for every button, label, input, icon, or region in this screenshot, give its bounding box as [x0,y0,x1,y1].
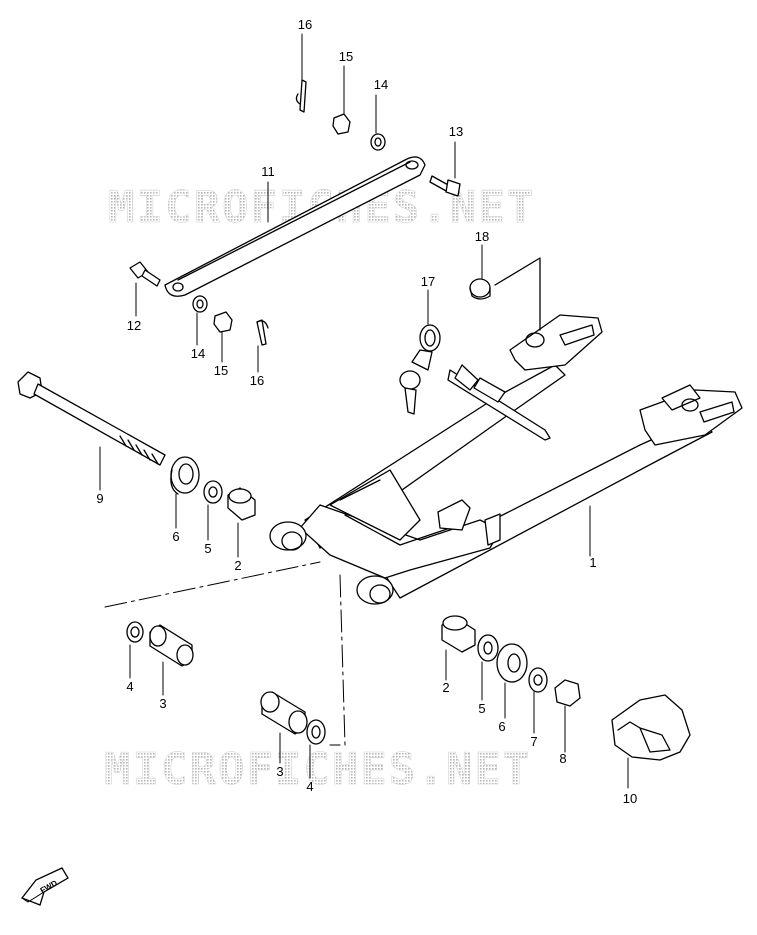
callout-2: 2 [442,680,449,695]
callout-9: 9 [96,491,103,506]
callout-15: 15 [214,363,228,378]
bushing-part-2-left [227,487,256,521]
callout-14: 14 [191,346,205,361]
callout-16: 16 [250,373,264,388]
seal-part-6-right [496,643,528,683]
swingarm-part-1 [269,314,743,605]
callout-5: 5 [204,541,211,556]
callout-3: 3 [159,696,166,711]
callout-16: 16 [298,17,312,32]
seal-part-6-left [170,456,200,495]
callout-15: 15 [339,49,353,64]
washer-part-4-bottom [306,719,326,745]
bushing-part-3-left [149,624,194,667]
callout-14: 14 [374,77,388,92]
callout-4: 4 [126,679,133,694]
cover-part-10 [611,694,691,761]
callout-6: 6 [172,529,179,544]
bolt-part-12 [129,261,161,287]
callout-8: 8 [559,751,566,766]
assembly-lines [104,561,346,746]
pin-part-16-bottom [256,319,269,346]
washer-part-5-left [203,480,223,504]
callout-6: 6 [498,719,505,734]
callout-4: 4 [306,779,313,794]
callout-3: 3 [276,764,283,779]
callout-5: 5 [478,701,485,716]
leader-lines [99,33,629,789]
washer-part-7 [528,667,548,693]
callout-10: 10 [623,791,637,806]
callout-7: 7 [530,734,537,749]
callout-2: 2 [234,558,241,573]
nut-part-15-top [332,113,351,135]
callout-12: 12 [127,318,141,333]
callout-13: 13 [449,124,463,139]
bolt-part-13 [429,175,461,197]
callout-18: 18 [475,229,489,244]
fwd-arrow-icon: FWD [20,867,69,906]
callout-11: 11 [261,164,275,179]
washer-part-5-right [477,634,499,662]
washer-part-4-left [126,621,144,643]
washer-part-14-top [370,133,386,151]
nut-part-8 [554,679,581,707]
nut-part-15-bottom [213,311,233,333]
bushing-part-2-right [441,615,476,653]
pin-part-16-top [295,79,307,113]
callout-17: 17 [421,274,435,289]
callout-1: 1 [589,555,596,570]
lock-part-17 [399,324,551,441]
axle-part-9 [17,371,166,466]
bushing-part-3-bottom [260,691,308,735]
washer-part-14-bottom [192,295,208,313]
torque-bar-part-11 [164,156,426,297]
cap-part-18 [469,257,541,331]
watermark-bottom: MICROFICHES.NET [104,744,531,795]
